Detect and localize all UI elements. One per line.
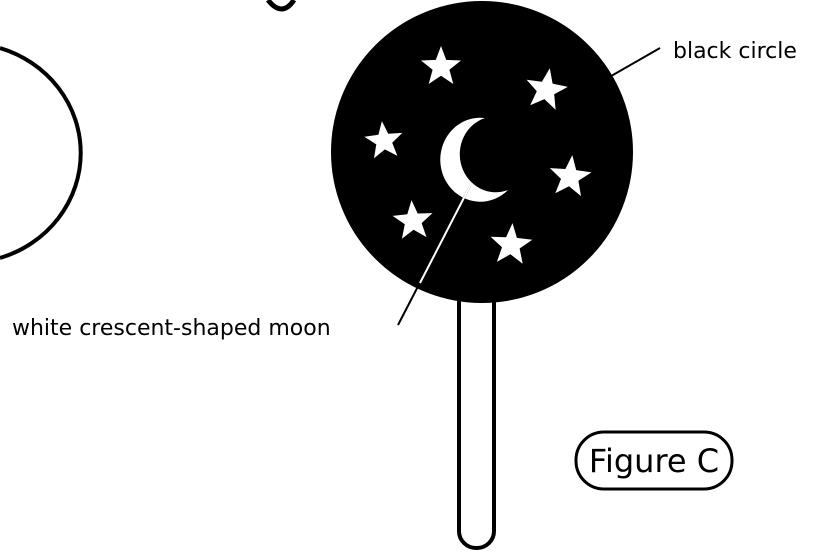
leader-line-circle — [599, 48, 660, 83]
figure-badge: Figure C — [576, 432, 732, 489]
label-crescent-moon: white crescent-shaped moon — [12, 316, 331, 341]
partial-circle-outline — [0, 48, 81, 258]
cropped-top-shape — [268, 0, 294, 9]
lollipop-stick — [459, 284, 494, 548]
figure-label: Figure C — [589, 442, 719, 480]
label-black-circle: black circle — [673, 39, 797, 64]
